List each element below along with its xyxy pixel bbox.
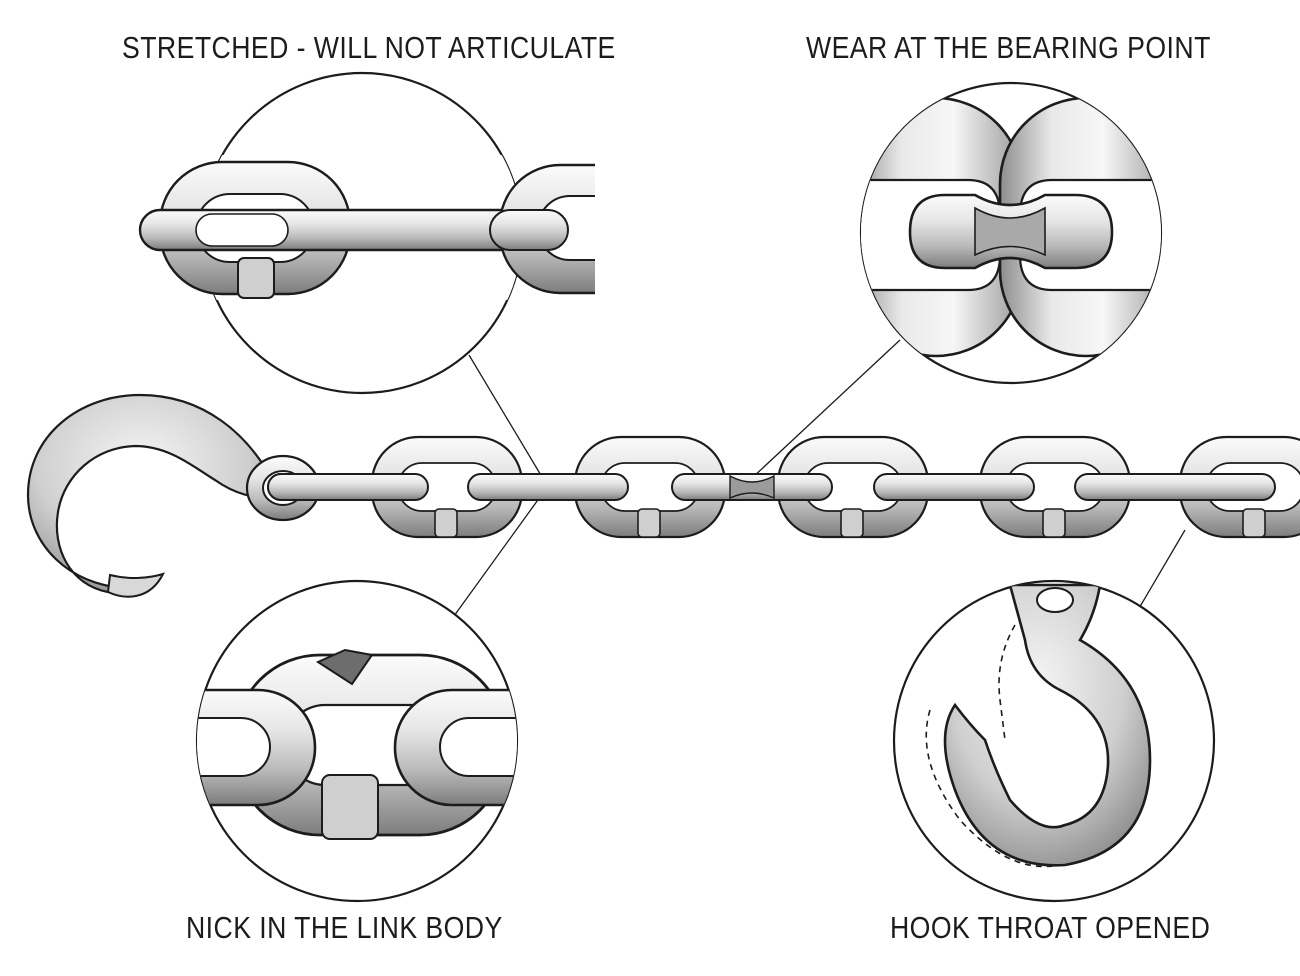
label-hook-throat: HOOK THROAT OPENED — [890, 910, 1211, 945]
inset-wear-art — [861, 96, 1161, 358]
leader-line-nick — [453, 485, 549, 617]
chain-links — [267, 435, 1300, 539]
hook-tip — [106, 572, 165, 598]
label-wear: WEAR AT THE BEARING POINT — [806, 30, 1211, 65]
leader-line-wear — [751, 339, 901, 479]
stretched-chain — [138, 150, 715, 310]
worn-spot — [729, 474, 775, 500]
inset-nick-art — [197, 648, 517, 840]
inset-hook-art — [925, 583, 1152, 868]
inset-stretched — [138, 71, 715, 395]
nick-mark — [315, 648, 374, 686]
opened-hook — [943, 583, 1152, 867]
leader-line-hook — [1137, 529, 1186, 611]
hook-body — [26, 393, 282, 595]
main-chain — [26, 393, 1300, 598]
inset-hook-throat — [892, 579, 1216, 903]
original-hook-outline — [925, 624, 1061, 868]
leader-lines — [453, 339, 1186, 617]
inset-wear — [859, 81, 1163, 385]
label-stretched: STRETCHED - WILL NOT ARTICULATE — [122, 30, 616, 65]
inset-nick — [195, 579, 519, 903]
leader-line-stretched — [468, 354, 546, 483]
label-nick: NICK IN THE LINK BODY — [186, 910, 503, 945]
